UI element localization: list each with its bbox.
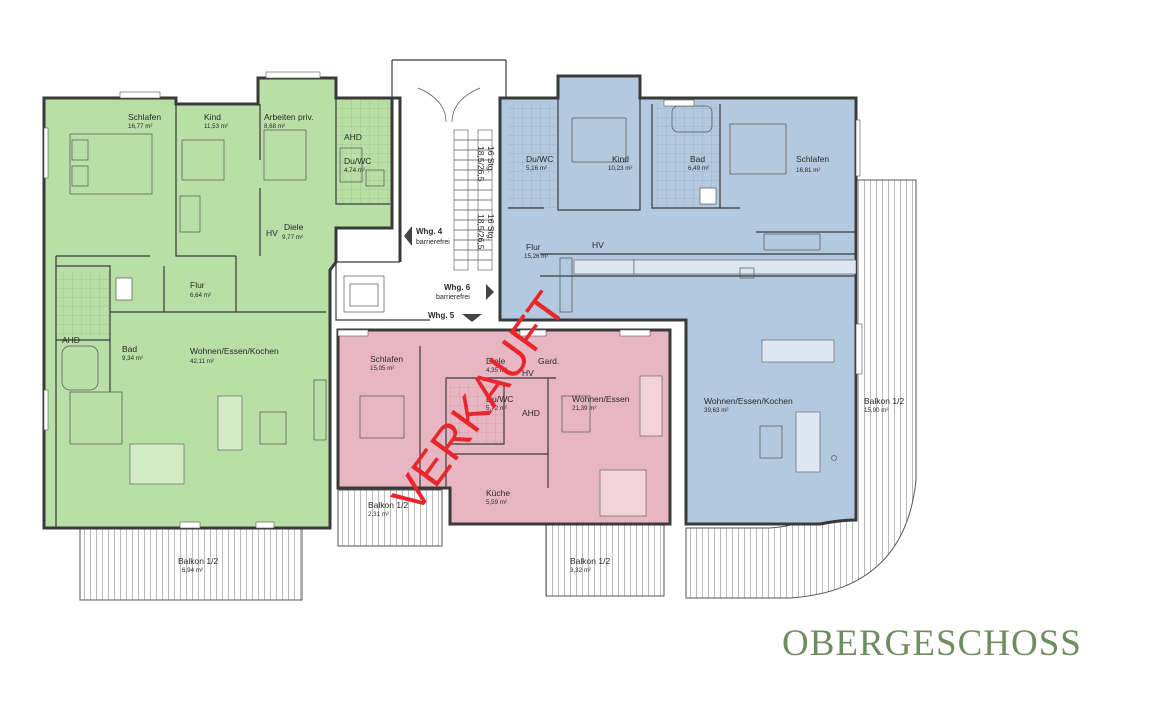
room-name: Gard. (538, 356, 559, 366)
room-name: Schlafen (796, 154, 829, 164)
room-area: 15,05 m² (370, 365, 394, 372)
room-area: 2,31 m² (368, 511, 389, 518)
room-name: Bad (122, 344, 137, 354)
stair-upper-steps: 16 Stg. (486, 146, 496, 173)
room-area: 9,77 m² (282, 234, 303, 241)
room-name: Diele (284, 222, 304, 232)
floor-title: OBERGESCHOSS (782, 623, 1082, 664)
room-area: 15,90 m² (864, 407, 888, 414)
room-area: 4,35 m² (486, 367, 507, 374)
room-name: Bad (690, 154, 705, 164)
room-area: 39,63 m² (704, 407, 728, 414)
room-area: 8,68 m² (264, 123, 285, 130)
room-area: 3,32 m² (570, 567, 591, 574)
room-area: 6,94 m² (182, 567, 203, 574)
room-area: 4,74 m² (344, 167, 365, 174)
room-area: 5,59 m² (486, 499, 507, 506)
balcony-red-left (337, 489, 443, 547)
room-area: 10,23 m² (608, 165, 632, 172)
apartment-red (336, 328, 672, 526)
room-name: Kind (612, 154, 629, 164)
room-name: Balkon 1/2 (178, 556, 218, 566)
balcony-green (79, 527, 303, 601)
room-name: Balkon 1/2 (864, 396, 904, 406)
room-name: Arbeiten priv. (264, 112, 313, 122)
room-name: Flur (526, 242, 541, 252)
room-area: 16,77 m² (128, 123, 152, 130)
room-area: 6,64 m² (190, 292, 211, 299)
room-area: 5,72 m² (486, 405, 507, 412)
apartment-blue (498, 74, 863, 526)
room-name: Wohnen/Essen (572, 394, 630, 404)
arrow-left-icon (404, 226, 412, 246)
room-name: Du/WC (344, 156, 371, 166)
room-area: 11,53 m² (204, 123, 228, 130)
room-area: 21,39 m² (572, 405, 596, 412)
stair-upper-ratio: 18,5/26,5 (476, 146, 486, 182)
arrow-right-icon (486, 284, 494, 300)
marker-whg6-line1: Whg. 6 (444, 283, 471, 292)
room-name: Du/WC (526, 154, 553, 164)
room-name: HV (592, 240, 604, 250)
stairwell (335, 59, 507, 321)
room-name: Du/WC (486, 394, 513, 404)
room-area: 5,16 m² (526, 165, 547, 172)
room-name: Wohnen/Essen/Kochen (190, 346, 279, 356)
marker-whg6-line2: barrierefrei (436, 294, 470, 301)
marker-whg4-line2: barrierefrei (416, 239, 450, 246)
room-name: Flur (190, 280, 205, 290)
room-name: Balkon 1/2 (570, 556, 610, 566)
room-name: HV (522, 368, 534, 378)
stair-lower-ratio: 18,5/26,5 (476, 214, 486, 250)
room-area: 6,49 m² (688, 165, 709, 172)
marker-whg4-line1: Whg. 4 (416, 227, 443, 236)
room-name: Schlafen (128, 112, 161, 122)
room-name: AHD (522, 408, 540, 418)
stair-lower-steps: 16 Stg. (486, 214, 496, 241)
room-name: Küche (486, 488, 510, 498)
room-name: Balkon 1/2 (368, 500, 408, 510)
room-name: AHD (344, 132, 362, 142)
room-name: Diele (486, 356, 506, 366)
marker-whg5: Whg. 5 (428, 311, 455, 320)
room-area: 9,34 m² (122, 355, 143, 362)
room-name: HV (266, 228, 278, 238)
arrow-down-icon (462, 314, 482, 322)
room-area: 42,11 m² (190, 358, 214, 365)
room-name: Kind (204, 112, 221, 122)
stair-treads (454, 139, 492, 261)
room-area: 16,81 m² (796, 167, 820, 174)
room-area: 15,26 m² (524, 253, 548, 260)
room-name: Wohnen/Essen/Kochen (704, 396, 793, 406)
room-name: AHD (62, 335, 80, 345)
room-name: Schlafen (370, 354, 403, 364)
